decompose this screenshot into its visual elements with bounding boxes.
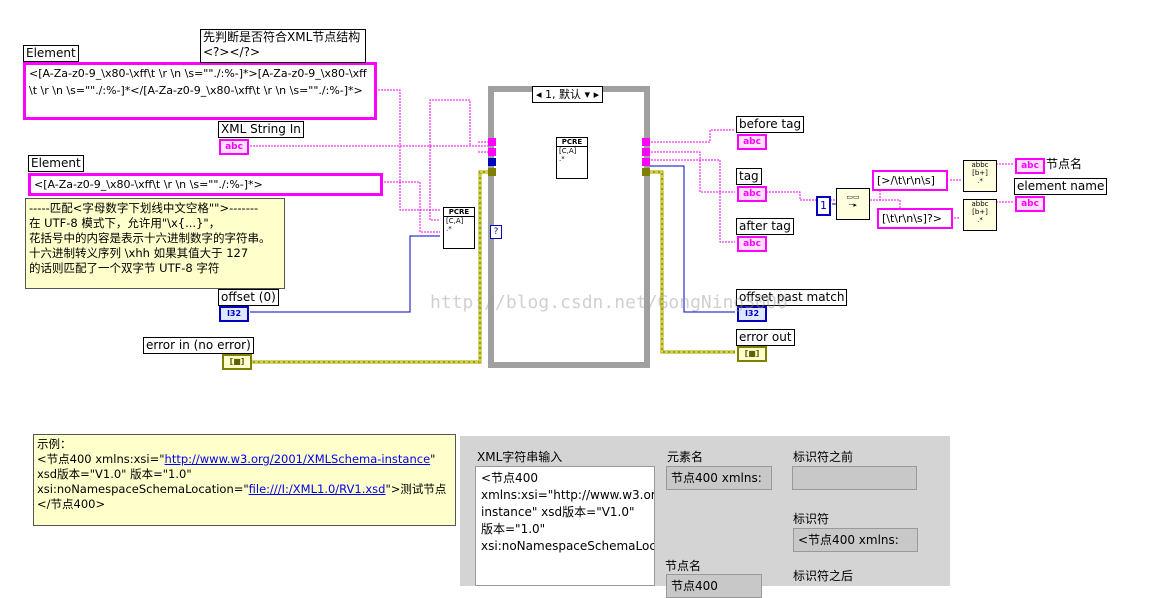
match-regex-node-outer[interactable]: PCRE [C,A] .*	[443, 207, 475, 249]
xml-string-in-label: XML String In	[218, 121, 304, 138]
pattern-constant-b[interactable]: [\t\r\n\s]?>	[877, 208, 953, 229]
tunnel-left-2	[488, 148, 496, 156]
schema-link[interactable]: http://www.w3.org/2001/XMLSchema-instanc…	[164, 452, 431, 466]
error-out-terminal[interactable]: [■]	[737, 346, 767, 362]
case-selector-terminal[interactable]: ?	[490, 225, 502, 239]
regex-constant-1[interactable]: <[A-Za-z0-9_\x80-\xff\t \r \n \s=""./:%-…	[23, 62, 377, 120]
node-name-terminal[interactable]: abc	[1015, 158, 1045, 174]
note-xml-structure: 先判断是否符合XML节点结构 <?></?>	[200, 29, 366, 63]
tunnel-left-4	[488, 168, 496, 176]
decrement-arrow-icon[interactable]: ◂	[536, 88, 542, 101]
element-label-mid: Element	[28, 155, 84, 172]
before-tag-terminal[interactable]: abc	[737, 134, 767, 150]
xml-input-label: XML字符串输入	[477, 450, 563, 464]
offset-label: offset (0)	[218, 289, 279, 306]
tunnel-right-3	[642, 158, 650, 166]
tunnel-right-1	[642, 138, 650, 146]
before-fp-label: 标识符之前	[793, 450, 854, 464]
increment-arrow-icon[interactable]: ▸	[593, 88, 600, 101]
offset-terminal[interactable]: I32	[219, 306, 249, 322]
tunnel-right-4	[642, 168, 650, 176]
xml-string-in-terminal[interactable]: abc	[219, 139, 249, 155]
element-name-terminal[interactable]: abc	[1015, 196, 1045, 212]
element-name-fp-label: 元素名	[667, 450, 704, 464]
after-tag-label: after tag	[736, 218, 794, 235]
element-label-top: Element	[23, 45, 79, 62]
xsd-file-link[interactable]: file:///I:/XML1.0/RV1.xsd	[248, 482, 386, 496]
comment-box: -----匹配<字母数字下划线中文空格"">------- 在 UTF-8 模式…	[25, 198, 285, 289]
match-pattern-node-b[interactable]: abbc[b+].*	[963, 199, 997, 231]
wire-regex2	[378, 181, 440, 233]
offset-past-match-terminal[interactable]: I32	[737, 306, 767, 322]
watermark: http://blog.csdn.net/GongNing3000	[430, 292, 788, 313]
case-selector[interactable]: ◂ 1, 默认 ▾ ▸	[532, 86, 604, 103]
tunnel-left-1	[488, 138, 496, 146]
tunnel-right-2	[642, 148, 650, 156]
error-in-terminal[interactable]: [■]	[222, 354, 252, 370]
tag-fp-label: 标识符	[793, 512, 830, 526]
wire-offset	[250, 235, 440, 313]
pattern-constant-a[interactable]: [>/\t\r\n\s]	[872, 170, 948, 191]
numeric-constant-one[interactable]: 1	[816, 196, 831, 216]
tag-fp-value: <节点400 xmlns:	[793, 528, 918, 552]
tag-terminal[interactable]: abc	[737, 186, 767, 202]
match-pattern-node-a[interactable]: abbc[b+].*	[963, 160, 997, 192]
tag-label: tag	[736, 168, 762, 185]
element-name-fp-value: 节点400 xmlns:	[666, 466, 772, 490]
error-out-label: error out	[736, 329, 795, 346]
offset-past-match-label: offset past match	[736, 289, 848, 306]
tunnel-left-3	[488, 158, 496, 166]
case-structure[interactable]	[488, 86, 650, 368]
after-fp-label: 标识符之后	[793, 569, 854, 583]
wire-xml-string-in	[250, 145, 440, 221]
example-box: 示例： <节点400 xmlns:xsi="http://www.w3.org/…	[33, 434, 456, 526]
before-tag-label: before tag	[736, 116, 805, 133]
regex-constant-2[interactable]: <[A-Za-z0-9_\x80-\xff\t \r \n \s=""./:%-…	[28, 173, 383, 196]
node-name-label: 节点名	[1046, 157, 1083, 171]
match-regex-node-inner[interactable]: PCRE [C,A] .*	[556, 137, 588, 179]
string-subset-node[interactable]: ▭▭ ┄▸	[836, 188, 870, 220]
before-fp-value	[792, 466, 917, 490]
xml-input-field[interactable]: <节点400 xmlns:xsi="http://www.w3.org/2001…	[475, 466, 655, 586]
element-name-label: element name	[1014, 178, 1108, 195]
node-name-fp-label: 节点名	[665, 559, 702, 573]
dropdown-arrow-icon[interactable]: ▾	[584, 88, 591, 101]
node-name-fp-value: 节点400	[666, 574, 762, 598]
after-tag-terminal[interactable]: abc	[737, 236, 767, 252]
error-in-label: error in (no error)	[143, 337, 254, 354]
